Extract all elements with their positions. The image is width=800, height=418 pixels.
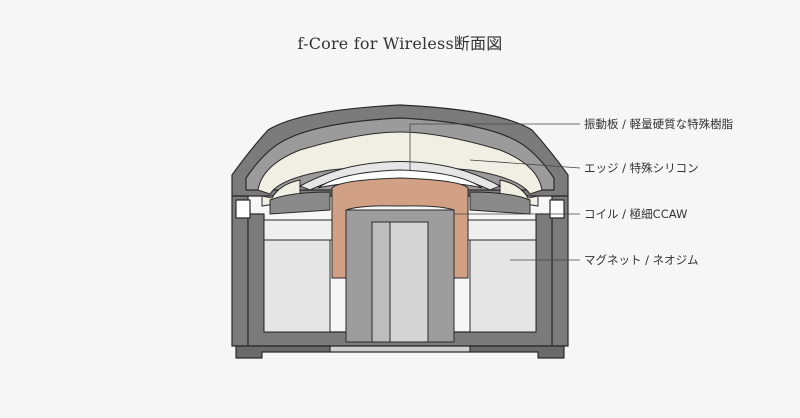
label-magnet: マグネット / ネオジム xyxy=(584,253,699,267)
left-bracket xyxy=(235,199,251,219)
right-gasket xyxy=(469,191,531,215)
label-coil: コイル / 極細CCAW xyxy=(584,207,688,221)
bottom-right-foot xyxy=(469,345,565,359)
bottom-center xyxy=(329,345,471,353)
label-edge: エッジ / 特殊シリコン xyxy=(584,161,699,175)
diagram-title: f-Core for Wireless断面図 xyxy=(297,34,503,53)
right-bracket xyxy=(549,199,565,219)
left-magnet xyxy=(263,239,331,333)
pole-core-highlight xyxy=(371,221,391,343)
callout-line-edge xyxy=(469,159,581,169)
label-diaphragm: 振動板 / 軽量硬質な特殊樹脂 xyxy=(584,117,734,131)
left-gasket xyxy=(269,191,331,215)
callout-lines xyxy=(409,123,581,261)
magnets xyxy=(263,191,537,333)
bottom-left-foot xyxy=(235,345,331,359)
callout-line-diaphragm xyxy=(409,123,580,170)
center-pole xyxy=(345,209,455,343)
right-magnet xyxy=(469,239,537,333)
